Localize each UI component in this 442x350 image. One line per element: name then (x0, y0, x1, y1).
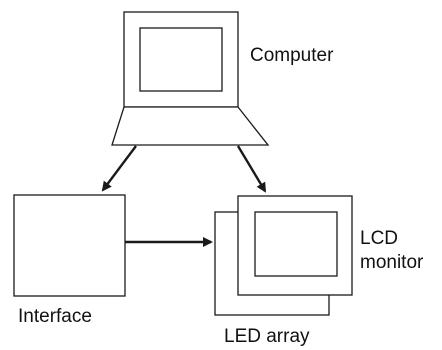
lcd-monitor-label: LCD monitor (360, 227, 442, 275)
interface-label: Interface (18, 306, 92, 327)
computer-node (111, 11, 270, 146)
interface-node (13, 194, 126, 297)
computer-stand (111, 106, 270, 146)
computer-label: Computer (250, 45, 334, 66)
lcd-monitor-label-line2: monitor (360, 252, 424, 273)
led-array-label: LED array (224, 326, 310, 347)
lcd-monitor-label-line1: LCD (360, 228, 399, 249)
lcd-monitor-screen (254, 211, 338, 277)
lcd-monitor-node (237, 195, 353, 296)
computer-screen (139, 27, 223, 92)
arrow-computer-to-interface (101, 145, 137, 192)
arrow-computer-to-lcd-monitor (236, 145, 267, 193)
